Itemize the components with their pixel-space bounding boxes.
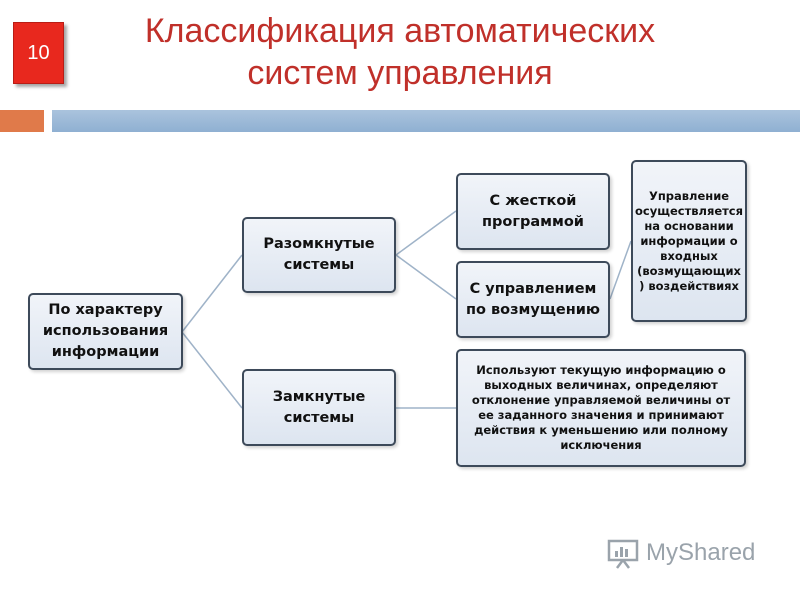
connector-open-hard xyxy=(395,210,457,256)
watermark: MyShared xyxy=(606,536,755,570)
root-box: По характеру использования информации xyxy=(28,293,183,370)
open-systems-box: Разомкнутые системы xyxy=(242,217,396,293)
slide-number-badge: 10 xyxy=(13,22,64,84)
hard-program-label: С жесткой программой xyxy=(482,192,584,230)
slide-title-line-2: систем управления xyxy=(247,54,553,92)
connector-root-closed xyxy=(181,331,243,409)
closed-note-box: Используют текущую информацию о выходных… xyxy=(456,349,746,467)
disturbance-control-box: С управлением по возмущению xyxy=(456,261,610,338)
open-systems-label: Разомкнутые системы xyxy=(263,236,375,273)
slide-title-line-1: Классификация автоматических xyxy=(144,12,656,50)
presentation-screen-icon xyxy=(607,539,639,569)
closed-systems-label: Замкнутые системы xyxy=(272,388,366,426)
connector-open-disturbance xyxy=(395,254,457,300)
slide-title: Классификация автоматических систем упра… xyxy=(60,10,740,94)
root-label: По характеру использования информации xyxy=(42,302,169,360)
closed-note-text: Используют текущую информацию о выходных… xyxy=(471,363,731,452)
watermark-text: MyShared xyxy=(646,539,756,566)
hard-program-box: С жесткой программой xyxy=(456,173,610,250)
connector-root-open xyxy=(181,254,243,333)
header-divider-bar xyxy=(52,110,800,132)
disturbance-note-box: Управление осуществляется на основании и… xyxy=(631,160,747,322)
header-accent-bar xyxy=(0,110,44,132)
closed-systems-box: Замкнутые системы xyxy=(242,369,396,446)
connector-disturbance-note xyxy=(609,240,632,300)
disturbance-note-text: Управление осуществляется на основании и… xyxy=(635,188,743,293)
disturbance-control-label: С управлением по возмущению xyxy=(465,280,601,318)
